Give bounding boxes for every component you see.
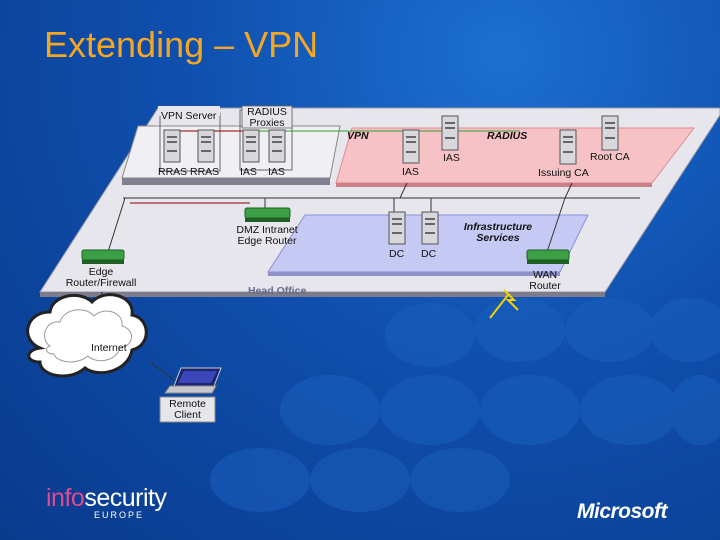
label-rras-2: RRAS bbox=[190, 166, 220, 178]
server-details bbox=[167, 122, 615, 234]
label-radius: RADIUS bbox=[487, 130, 528, 142]
label-vpn: VPN bbox=[347, 130, 369, 142]
label-dc-1: DC bbox=[389, 248, 405, 260]
label-edge-router-firewall: Edge Router/Firewall bbox=[65, 266, 137, 289]
label-vpn-server: VPN Server bbox=[161, 110, 217, 122]
label-infrastructure-services: Infrastructure Services bbox=[463, 221, 533, 244]
label-head-office: Head Office bbox=[248, 285, 307, 297]
label-internet: Internet bbox=[91, 342, 127, 354]
routers bbox=[81, 207, 570, 264]
infosecurity-logo-info: info bbox=[46, 484, 85, 512]
server-icon-dc1 bbox=[388, 211, 406, 245]
label-ias-3: IAS bbox=[402, 166, 419, 178]
router-icon-wan bbox=[526, 249, 570, 264]
server-icon-issuing-ca bbox=[559, 129, 577, 165]
label-ias-2: IAS bbox=[268, 166, 285, 178]
laptop-icon bbox=[164, 367, 222, 394]
label-root-ca: Root CA bbox=[590, 151, 630, 163]
server-icon-rras1 bbox=[163, 129, 181, 163]
label-issuing-ca: Issuing CA bbox=[538, 167, 589, 179]
label-dc-2: DC bbox=[421, 248, 437, 260]
remote-client-label-box bbox=[159, 396, 216, 423]
server-icon-rras2 bbox=[197, 129, 215, 163]
wan-link bbox=[489, 294, 509, 319]
internet-cloud-inner bbox=[44, 309, 132, 363]
microsoft-logo: Microsoft bbox=[577, 500, 668, 523]
slide-title: Extending – VPN bbox=[44, 24, 319, 65]
label-ias-1: IAS bbox=[240, 166, 257, 178]
infosecurity-logo: infosecurity bbox=[46, 484, 167, 513]
router-icon-dmz bbox=[244, 207, 291, 222]
server-block bbox=[121, 125, 341, 179]
server-icon-ias1 bbox=[242, 129, 260, 163]
label-wan-router: WAN Router bbox=[529, 269, 561, 292]
infosecurity-logo-security: security bbox=[84, 484, 167, 512]
server-icon-dc2 bbox=[421, 211, 439, 245]
label-ias-4: IAS bbox=[443, 152, 460, 164]
server-icon-root-ca bbox=[601, 115, 619, 151]
router-icon-edge bbox=[81, 249, 125, 264]
background-bubbles bbox=[210, 298, 720, 512]
server-icon-ias3 bbox=[402, 129, 420, 164]
label-remote-client: Remote Client bbox=[169, 398, 206, 421]
server-icon-ias2 bbox=[268, 129, 286, 163]
infosecurity-logo-sub: EUROPE bbox=[94, 510, 145, 520]
platform-front bbox=[40, 292, 605, 297]
label-rras-1: RRAS bbox=[158, 166, 188, 178]
label-radius-proxies: RADIUS Proxies bbox=[247, 106, 287, 129]
server-icon-ias4 bbox=[441, 115, 459, 151]
label-dmz-router: DMZ Intranet Edge Router bbox=[236, 224, 298, 247]
internet-cloud bbox=[26, 293, 148, 378]
